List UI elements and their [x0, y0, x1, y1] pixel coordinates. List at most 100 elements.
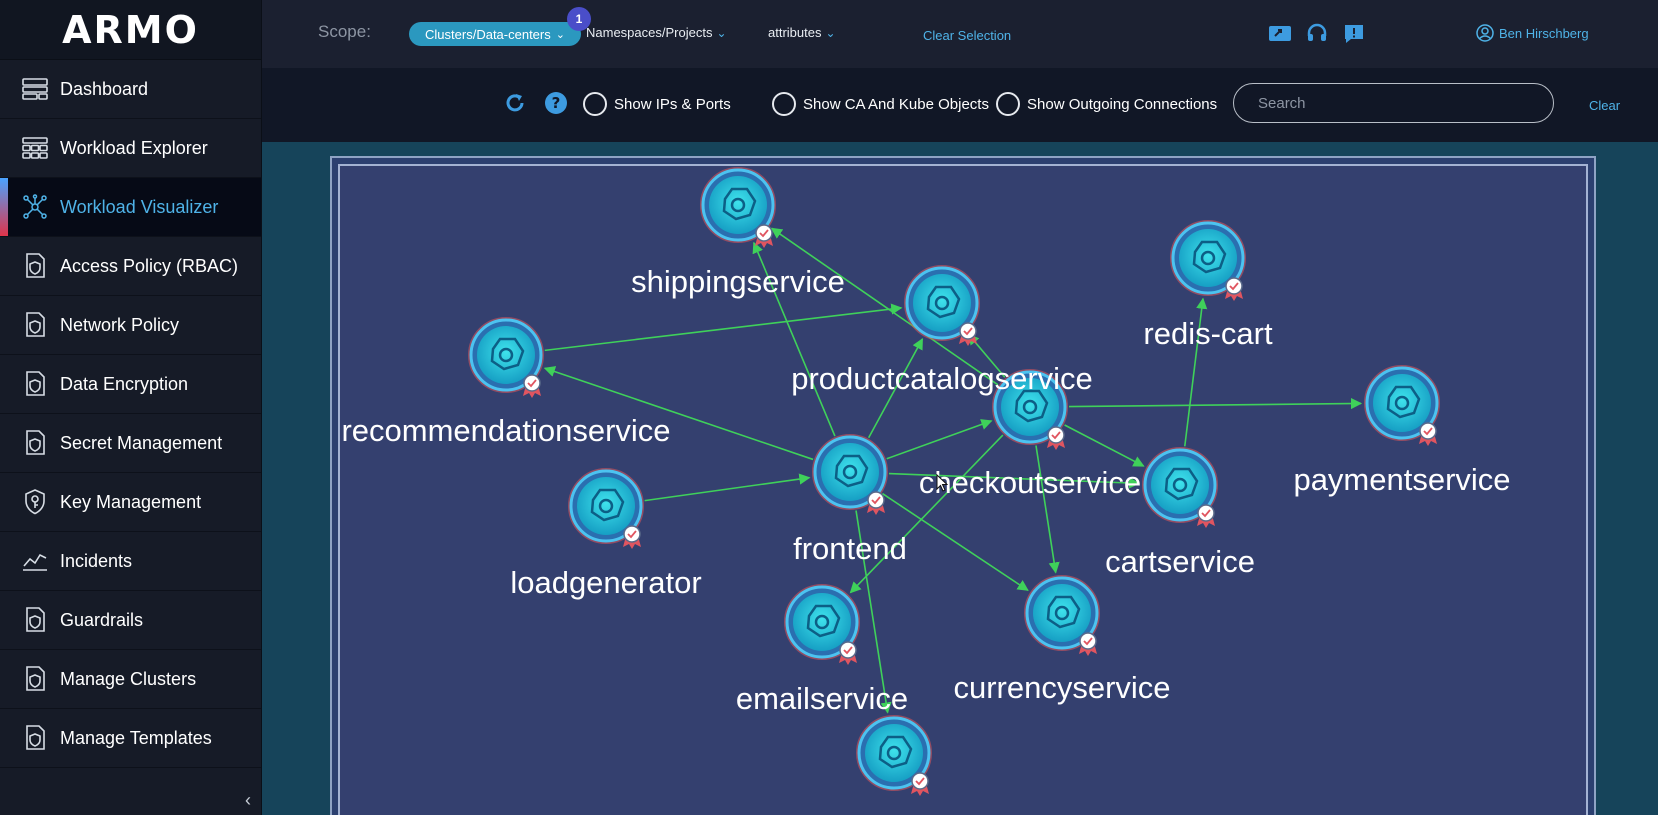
sidebar-item-dashboard[interactable]: Dashboard — [0, 60, 261, 119]
logo-text: ARMO — [62, 7, 199, 52]
network-icon — [22, 194, 48, 220]
sidebar-item-access-policy-rbac[interactable]: Access Policy (RBAC) — [0, 237, 261, 296]
policy-icon — [22, 607, 48, 633]
toggle-show-ips-ports[interactable]: Show IPs & Ports — [583, 92, 731, 116]
clear-selection-link[interactable]: Clear Selection — [923, 28, 1012, 43]
user-menu[interactable]: Ben Hirschberg — [1476, 24, 1589, 42]
sidebar-item-label: Key Management — [60, 491, 202, 512]
graph-svg — [468, 167, 1440, 796]
feedback-message-icon[interactable] — [1341, 22, 1367, 46]
attributes-label: attributes — [768, 25, 822, 40]
namespaces-label: Namespaces/Projects — [586, 25, 713, 40]
node-label-shippingservice: shippingservice — [631, 264, 845, 299]
edge-frontend-to-checkoutservice — [886, 419, 993, 460]
sidebar-item-label: Secret Management — [60, 432, 223, 453]
support-headset-icon[interactable] — [1304, 22, 1330, 46]
edge-frontend-to-currencyservice — [882, 492, 1029, 591]
radio-icon — [996, 92, 1020, 116]
policy-icon — [22, 253, 48, 279]
chevron-down-icon: ⌄ — [825, 26, 836, 40]
edge-frontend-to-recommendationservice — [543, 366, 814, 461]
user-avatar-icon — [1476, 24, 1494, 42]
node-label-productcatalogservice: productcatalogservice — [791, 361, 1093, 396]
node-cartservice[interactable] — [1142, 447, 1218, 528]
policy-icon — [22, 430, 48, 456]
mouse-cursor-icon — [936, 473, 949, 497]
dashboard-icon — [22, 76, 48, 102]
node-currencyservice[interactable] — [1024, 575, 1100, 656]
edge-frontend-to-adservice — [855, 510, 892, 714]
sidebar-item-data-encryption[interactable]: Data Encryption — [0, 355, 261, 414]
search-input[interactable] — [1233, 83, 1554, 123]
node-loadgenerator[interactable] — [568, 468, 644, 549]
sidebar-item-manage-clusters[interactable]: Manage Clusters — [0, 650, 261, 709]
node-label-currencyservice: currencyservice — [953, 670, 1171, 705]
sidebar-item-label: Access Policy (RBAC) — [60, 255, 239, 276]
grid-icon — [22, 135, 48, 161]
screen-share-icon[interactable] — [1267, 22, 1293, 46]
node-adservice[interactable] — [856, 715, 932, 796]
node-checkoutservice[interactable] — [992, 369, 1068, 450]
sidebar-item-secret-management[interactable]: Secret Management — [0, 414, 261, 473]
sidebar-item-guardrails[interactable]: Guardrails — [0, 591, 261, 650]
edge-checkoutservice-to-emailservice — [849, 434, 1004, 594]
node-label-redis-cart: redis-cart — [1143, 316, 1273, 351]
namespaces-dropdown[interactable]: Namespaces/Projects⌄ — [586, 25, 727, 40]
edge-checkoutservice-to-paymentservice — [1068, 397, 1363, 410]
scope-label: Scope: — [318, 22, 371, 41]
graph-area[interactable]: shippingservice productcatalogservice redi… — [338, 164, 1588, 815]
policy-icon — [22, 725, 48, 751]
chevron-down-icon: ⌄ — [716, 26, 727, 40]
edge-frontend-to-productcatalogservice — [867, 338, 924, 439]
sidebar-item-label: Workload Explorer — [60, 137, 208, 158]
node-label-loadgenerator: loadgenerator — [510, 565, 702, 600]
sidebar-item-key-management[interactable]: Key Management — [0, 473, 261, 532]
sidebar-item-workload-explorer[interactable]: Workload Explorer — [0, 119, 261, 178]
svg-text:?: ? — [552, 94, 561, 112]
edge-recommendationservice-to-productcatalogservice — [544, 303, 903, 352]
logo[interactable]: ARMO — [0, 0, 261, 60]
chart-line-icon — [22, 548, 48, 574]
option-label: Show CA And Kube Objects — [803, 95, 989, 113]
sidebar-item-incidents[interactable]: Incidents — [0, 532, 261, 591]
edge-checkoutservice-to-cartservice — [1064, 424, 1145, 467]
sidebar-item-label: Guardrails — [60, 609, 144, 630]
edge-frontend-to-shippingservice — [752, 241, 836, 437]
toggle-show-ca-kube-objects[interactable]: Show CA And Kube Objects — [772, 92, 989, 116]
sidebar-item-workload-visualizer[interactable]: Workload Visualizer — [0, 178, 261, 237]
node-label-cartservice: cartservice — [1105, 544, 1255, 579]
sidebar-item-manage-templates[interactable]: Manage Templates — [0, 709, 261, 768]
graph-frame: shippingservice productcatalogservice redi… — [330, 156, 1596, 815]
radio-icon — [583, 92, 607, 116]
node-redis-cart[interactable] — [1170, 220, 1246, 301]
clear-search-link[interactable]: Clear — [1589, 98, 1621, 113]
scope-count-badge: 1 — [567, 7, 591, 31]
sidebar-item-label: Manage Clusters — [60, 668, 197, 689]
attributes-dropdown[interactable]: attributes⌄ — [768, 25, 836, 40]
node-emailservice[interactable] — [784, 584, 860, 665]
node-shippingservice[interactable] — [700, 167, 776, 248]
key-icon — [22, 489, 48, 515]
node-productcatalogservice[interactable] — [904, 265, 980, 346]
policy-icon — [22, 666, 48, 692]
scope-clusters-dropdown[interactable]: Clusters/Data-centers ⌄ — [409, 22, 581, 46]
top-bar: Scope: Clusters/Data-centers ⌄ 1 Namespa… — [262, 0, 1658, 68]
sidebar-item-label: Workload Visualizer — [60, 196, 219, 217]
node-frontend[interactable] — [812, 434, 888, 515]
visualizer-toolbar: ? Show IPs & Ports Show CA And Kube Obje… — [262, 68, 1658, 142]
option-label: Show Outgoing Connections — [1027, 95, 1218, 113]
toggle-show-outgoing-connections[interactable]: Show Outgoing Connections — [996, 92, 1217, 116]
chevron-down-icon: ⌄ — [555, 28, 565, 41]
sidebar-item-network-policy[interactable]: Network Policy — [0, 296, 261, 355]
node-recommendationservice[interactable] — [468, 317, 544, 398]
node-paymentservice[interactable] — [1364, 365, 1440, 446]
node-label-recommendationservice: recommendationservice — [341, 413, 671, 448]
refresh-icon[interactable] — [503, 91, 527, 115]
help-icon[interactable]: ? — [544, 91, 568, 115]
collapse-sidebar-icon[interactable]: ‹ — [245, 790, 251, 810]
node-label-paymentservice: paymentservice — [1293, 462, 1511, 497]
edge-checkoutservice-to-currencyservice — [1035, 445, 1060, 574]
node-label-checkoutservice: checkoutservice — [918, 465, 1142, 500]
